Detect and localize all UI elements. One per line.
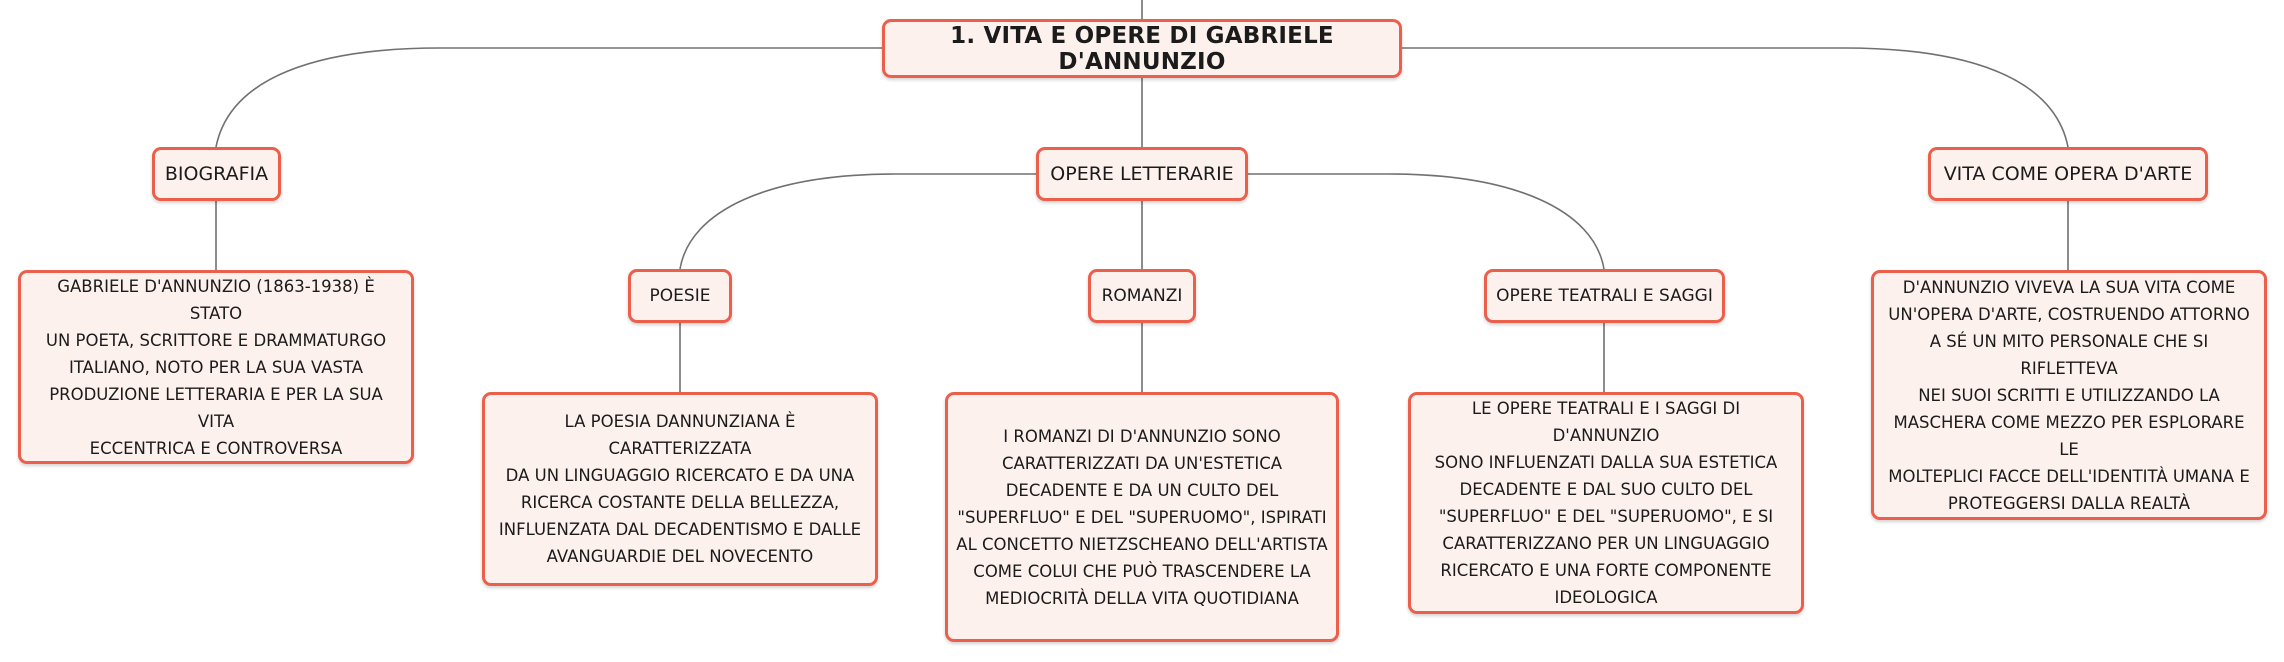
description-line: SONO INFLUENZATI DALLA SUA ESTETICA [1434,453,1778,472]
romanzi-description-text: I ROMANZI DI D'ANNUNZIO SONO CARATTERIZZ… [956,423,1327,612]
description-line: GABRIELE D'ANNUNZIO (1863-1938) È STATO [57,276,375,323]
description-line: "SUPERFLUO" E DEL "SUPERUOMO", ISPIRATI [957,507,1327,527]
description-line: RICERCA COSTANTE DELLA BELLEZZA, [520,493,840,512]
description-line: NEI SUOI SCRITTI E UTILIZZANDO LA [1918,385,2220,405]
description-line: UN POETA, SCRITTORE E DRAMMATURGO [45,330,387,350]
topic-biografia-node[interactable]: BIOGRAFIA [152,147,281,201]
topic-vita-opera-arte-label: VITA COME OPERA D'ARTE [1943,163,2193,185]
description-line: MASCHERA COME MEZZO PER ESPLORARE LE [1893,412,2245,459]
description-line: DECADENTE E DAL SUO CULTO DEL [1459,480,1753,499]
description-line: ITALIANO, NOTO PER LA SUA VASTA [68,357,364,377]
description-line: A SÉ UN MITO PERSONALE CHE SI RIFLETTEVA [1929,331,2209,378]
opere-teatrali-description-text: LE OPERE TEATRALI E I SAGGI DI D'ANNUNZI… [1419,395,1793,611]
connector-root-to-vita [1402,47,2069,148]
description-line: AL CONCETTO NIETZSCHEANO DELL'ARTISTA [956,534,1328,554]
description-line: PRODUZIONE LETTERARIA E PER LA SUA VITA [49,384,383,431]
subtopic-romanzi-node[interactable]: ROMANZI [1088,269,1196,323]
description-line: INFLUENZATA DAL DECADENTISMO E DALLE [498,520,862,539]
description-line: MEDIOCRITÀ DELLA VITA QUOTIDIANA [985,588,1299,608]
description-line: ECCENTRICA E CONTROVERSA [89,438,343,458]
root-topic-node[interactable]: 1. VITA E OPERE DI GABRIELE D'ANNUNZIO [882,19,1402,78]
description-line: COME COLUI CHE PUÒ TRASCENDERE LA [973,561,1311,581]
connector-opere-to-poesie [679,173,1036,270]
description-line: CARATTERIZZANO PER UN LINGUAGGIO [1442,534,1770,553]
biografia-description-node[interactable]: GABRIELE D'ANNUNZIO (1863-1938) È STATO … [18,270,414,464]
subtopic-opere-teatrali-label: OPERE TEATRALI E SAGGI [1496,286,1713,306]
description-line: CARATTERIZZATI DA UN'ESTETICA [1001,453,1283,473]
vita-opera-arte-description-node[interactable]: D'ANNUNZIO VIVEVA LA SUA VITA COME UN'OP… [1871,270,2267,520]
subtopic-poesie-node[interactable]: POESIE [628,269,732,323]
description-line: "SUPERFLUO" E DEL "SUPERUOMO", E SI [1438,507,1774,526]
description-line: AVANGUARDIE DEL NOVECENTO [546,547,814,566]
description-line: LA POESIA DANNUNZIANA È CARATTERIZZATA [564,412,796,458]
romanzi-description-node[interactable]: I ROMANZI DI D'ANNUNZIO SONO CARATTERIZZ… [945,392,1339,642]
topic-opere-letterarie-label: OPERE LETTERARIE [1050,163,1234,185]
connector-root-to-biografia [215,47,882,148]
topic-vita-opera-arte-node[interactable]: VITA COME OPERA D'ARTE [1928,147,2208,201]
topic-biografia-label: BIOGRAFIA [164,163,269,185]
vita-opera-arte-description-text: D'ANNUNZIO VIVEVA LA SUA VITA COME UN'OP… [1882,274,2256,517]
poesie-description-node[interactable]: LA POESIA DANNUNZIANA È CARATTERIZZATA D… [482,392,878,586]
description-line: DA UN LINGUAGGIO RICERCATO E DA UNA [505,466,855,485]
description-line: RICERCATO E UNA FORTE COMPONENTE [1440,561,1772,580]
subtopic-romanzi-label: ROMANZI [1101,286,1183,306]
description-line: PROTEGGERSI DALLA REALTÀ [1947,493,2191,513]
description-line: MOLTEPLICI FACCE DELL'IDENTITÀ UMANA E [1888,466,2250,486]
opere-teatrali-description-node[interactable]: LE OPERE TEATRALI E I SAGGI DI D'ANNUNZI… [1408,392,1804,614]
connector-opere-to-teatro [1248,173,1605,270]
description-line: UN'OPERA D'ARTE, COSTRUENDO ATTORNO [1888,304,2250,324]
topic-opere-letterarie-node[interactable]: OPERE LETTERARIE [1036,147,1248,201]
description-line: I ROMANZI DI D'ANNUNZIO SONO [1003,426,1281,446]
subtopic-opere-teatrali-node[interactable]: OPERE TEATRALI E SAGGI [1484,269,1725,323]
root-topic-label: 1. VITA E OPERE DI GABRIELE D'ANNUNZIO [950,22,1334,75]
description-line: DECADENTE E DA UN CULTO DEL [1005,480,1279,500]
biografia-description-text: GABRIELE D'ANNUNZIO (1863-1938) È STATO … [29,273,403,462]
description-line: D'ANNUNZIO VIVEVA LA SUA VITA COME [1902,277,2236,297]
description-line: LE OPERE TEATRALI E I SAGGI DI D'ANNUNZI… [1471,399,1741,445]
poesie-description-text: LA POESIA DANNUNZIANA È CARATTERIZZATA D… [493,408,867,570]
description-line: IDEOLOGICA [1554,588,1658,607]
subtopic-poesie-label: POESIE [649,286,711,306]
